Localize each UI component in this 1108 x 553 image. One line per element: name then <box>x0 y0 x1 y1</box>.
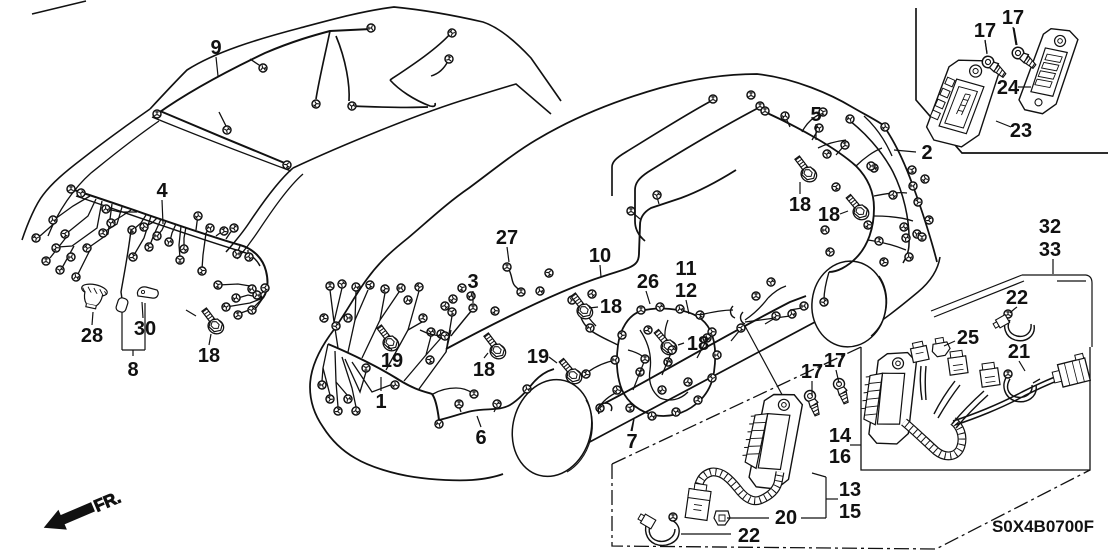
svg-text:17: 17 <box>801 361 823 383</box>
svg-text:FR.: FR. <box>91 488 124 516</box>
svg-text:26: 26 <box>637 271 659 293</box>
svg-text:27: 27 <box>496 227 518 249</box>
svg-text:4: 4 <box>156 180 168 202</box>
svg-text:18: 18 <box>198 345 220 367</box>
svg-text:14: 14 <box>829 425 852 447</box>
svg-text:1: 1 <box>375 391 386 413</box>
svg-text:28: 28 <box>81 325 103 347</box>
svg-text:18: 18 <box>789 194 811 216</box>
svg-text:17: 17 <box>974 20 996 42</box>
svg-text:13: 13 <box>839 479 861 501</box>
svg-text:7: 7 <box>626 431 637 453</box>
svg-text:22: 22 <box>738 525 760 547</box>
svg-text:24: 24 <box>997 77 1020 99</box>
svg-text:16: 16 <box>829 446 851 468</box>
svg-text:2: 2 <box>921 142 932 164</box>
svg-text:18: 18 <box>818 204 840 226</box>
svg-text:33: 33 <box>1039 239 1061 261</box>
svg-text:21: 21 <box>1008 341 1030 363</box>
svg-text:8: 8 <box>127 359 138 381</box>
svg-text:23: 23 <box>1010 120 1032 142</box>
svg-text:10: 10 <box>589 245 611 267</box>
svg-text:32: 32 <box>1039 216 1061 238</box>
svg-text:19: 19 <box>527 346 549 368</box>
svg-text:5: 5 <box>810 104 821 126</box>
svg-text:6: 6 <box>475 427 486 449</box>
svg-text:18: 18 <box>600 296 622 318</box>
svg-text:22: 22 <box>1006 287 1028 309</box>
svg-text:9: 9 <box>210 37 221 59</box>
svg-text:3: 3 <box>467 271 478 293</box>
svg-text:18: 18 <box>473 359 495 381</box>
svg-text:12: 12 <box>675 280 697 302</box>
svg-text:17: 17 <box>1002 7 1024 29</box>
svg-text:15: 15 <box>839 501 861 523</box>
svg-text:19: 19 <box>381 350 403 372</box>
svg-text:S0X4B0700F: S0X4B0700F <box>992 517 1094 536</box>
svg-text:11: 11 <box>675 258 696 280</box>
svg-text:18: 18 <box>687 333 709 355</box>
svg-text:25: 25 <box>957 327 979 349</box>
svg-text:17: 17 <box>824 350 846 372</box>
svg-text:20: 20 <box>775 507 797 529</box>
